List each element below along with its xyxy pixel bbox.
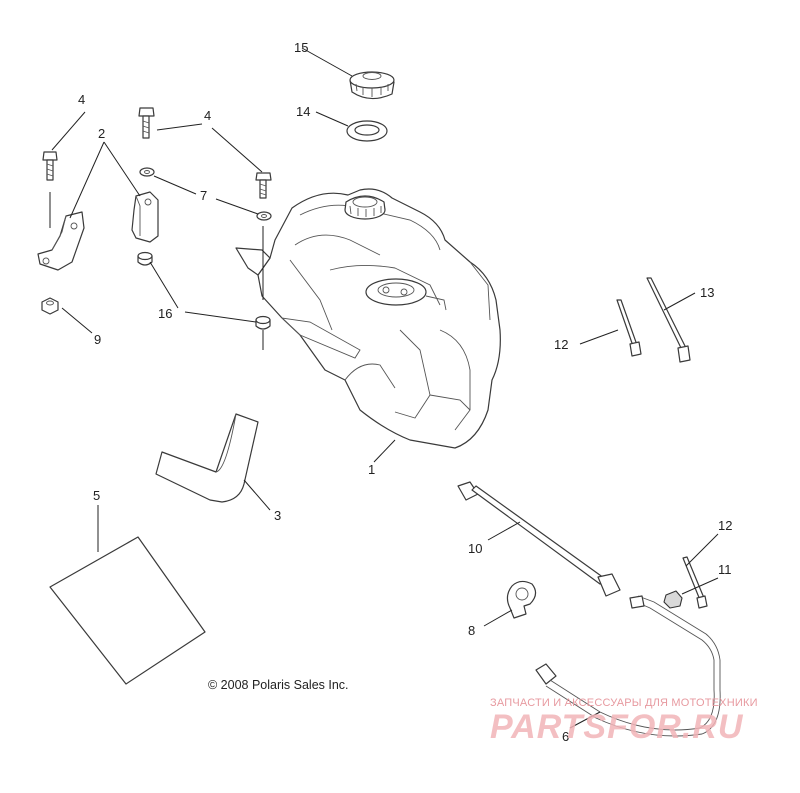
fuel-line-part: [535, 595, 721, 737]
callout-15: 15: [294, 40, 308, 55]
cable-tie-a-part: [616, 299, 642, 357]
callout-16: 16: [158, 306, 172, 321]
watermark: ЗАПЧАСТИ И АКСЕССУАРЫ ДЛЯ МОТОТЕХНИКИ PA…: [490, 697, 790, 744]
heat-shield-part: [155, 413, 259, 503]
callout-4-left: 4: [78, 92, 85, 107]
callout-1: 1: [368, 462, 375, 477]
callout-7: 7: [200, 188, 207, 203]
nut-part: [41, 297, 59, 315]
pad-part: [49, 536, 206, 685]
watermark-logo: PARTSFOR.RU: [490, 708, 744, 746]
bolt-top-part: [138, 107, 155, 139]
watermark-tagline: ЗАПЧАСТИ И АКСЕССУАРЫ ДЛЯ МОТОТЕХНИКИ: [490, 697, 758, 709]
callout-6: 6: [562, 729, 569, 744]
fuel-tank-part: [235, 188, 501, 449]
callout-4-right: 4: [204, 108, 211, 123]
cable-tie-long-part: [646, 277, 691, 363]
callout-9: 9: [94, 332, 101, 347]
callout-8: 8: [468, 623, 475, 638]
bolt-right-part: [255, 172, 272, 350]
callout-3: 3: [274, 508, 281, 523]
callout-14: 14: [296, 104, 310, 119]
clip-part: [663, 590, 683, 609]
bracket-left-part: [37, 211, 85, 271]
cap-gasket-part: [346, 120, 388, 142]
bolt-left-part: [42, 151, 58, 181]
callout-13: 13: [700, 285, 714, 300]
callout-numbers: 1 2 3 4 4 5 6 7 8 9 10 11 12 12 13 14 15…: [78, 40, 732, 744]
bracket-right-part: [131, 191, 159, 243]
callout-12-top: 12: [554, 337, 568, 352]
callout-12-bottom: 12: [718, 518, 732, 533]
callout-10: 10: [468, 541, 482, 556]
hose-clamp-part: [506, 580, 537, 619]
grommet-parts: [137, 251, 271, 330]
washer-parts: [139, 167, 272, 221]
leader-lines: [49, 47, 719, 729]
callout-2: 2: [98, 126, 105, 141]
cable-tie-b-part: [682, 556, 708, 609]
copyright-notice: © 2008 Polaris Sales Inc.: [208, 678, 349, 692]
callout-5: 5: [93, 488, 100, 503]
callout-11: 11: [718, 562, 732, 577]
fuel-cap-part: [349, 71, 395, 100]
vent-hose-part: [457, 481, 621, 597]
